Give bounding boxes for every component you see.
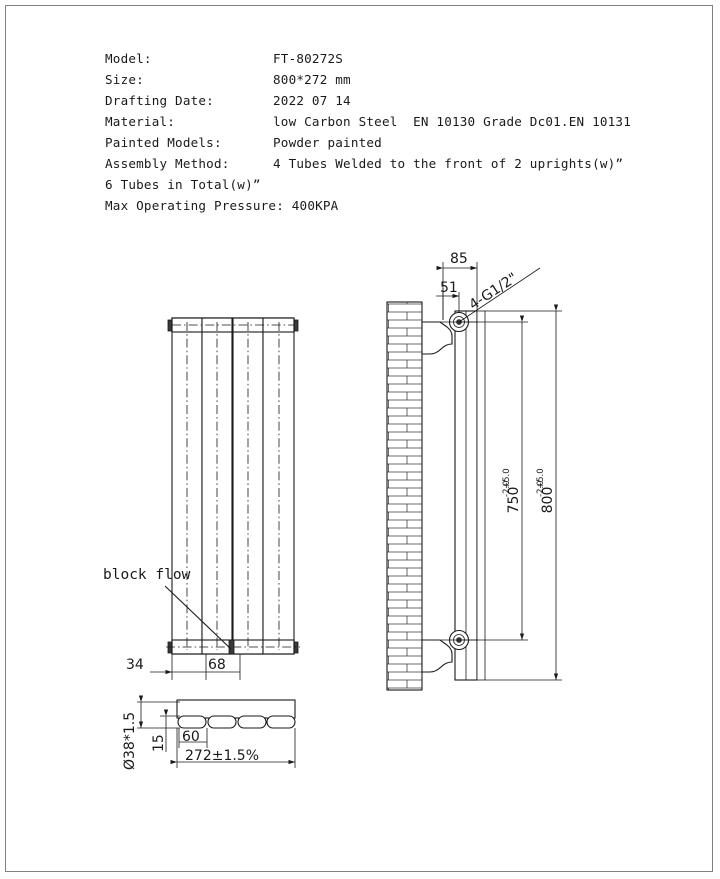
radiator-back-panel bbox=[476, 310, 486, 681]
side-section-group: 4-G1/2" 85 51 750 +5.0 -2.0 800 +5.0 bbox=[386, 251, 562, 691]
spec-row-model: Model: FT-80272S bbox=[105, 48, 625, 69]
plan-tube-3 bbox=[237, 715, 267, 729]
dim-272-label: 272±1.5% bbox=[185, 748, 259, 764]
plan-tube-2 bbox=[207, 715, 237, 729]
valve-callout-label: 4-G1/2" bbox=[466, 270, 520, 313]
spec-value-material: low Carbon Steel EN 10130 Grade Dc01.EN … bbox=[273, 114, 631, 129]
spec-label-model: Model: bbox=[105, 51, 152, 66]
spec-value-painted-models: Powder painted bbox=[273, 135, 382, 150]
spec-row-assembly-method: Assembly Method: 4 Tubes Welded to the f… bbox=[105, 153, 625, 174]
spec-line-max-pressure: Max Operating Pressure: 400KPA bbox=[105, 198, 339, 213]
block-flow-label: block flow bbox=[103, 567, 191, 583]
front-tube-4 bbox=[262, 317, 295, 655]
spec-row-drafting-date: Drafting Date: 2022 07 14 bbox=[105, 90, 625, 111]
front-tube-3 bbox=[232, 317, 264, 655]
front-dim-34: 34 bbox=[126, 657, 144, 673]
dim-800-tol-lower: -2.0 bbox=[536, 480, 546, 497]
spec-label-painted-models: Painted Models: bbox=[105, 135, 222, 150]
plan-backplate bbox=[176, 699, 296, 719]
brick-wall-hatch bbox=[387, 302, 422, 690]
dim-51-label: 51 bbox=[440, 280, 458, 296]
dim-750-tol-upper: +5.0 bbox=[502, 468, 512, 489]
plan-tube-4 bbox=[266, 715, 296, 729]
spec-value-drafting-date: 2022 07 14 bbox=[273, 93, 351, 108]
spec-label-drafting-date: Drafting Date: bbox=[105, 93, 214, 108]
front-tube-2 bbox=[201, 317, 233, 655]
spec-value-size: 800*272 mm bbox=[273, 72, 351, 87]
plan-tube-1 bbox=[177, 715, 207, 729]
spec-row-painted-models: Painted Models: Powder painted bbox=[105, 132, 625, 153]
upper-mounting-bracket bbox=[421, 321, 453, 355]
spec-label-assembly-method: Assembly Method: bbox=[105, 156, 230, 171]
front-block-flow-marker bbox=[228, 639, 235, 655]
dim-800-tol-upper: +5.0 bbox=[536, 468, 546, 489]
spec-row-size: Size: 800*272 mm bbox=[105, 69, 625, 90]
spec-value-model: FT-80272S bbox=[273, 51, 344, 66]
valve-callout-leader bbox=[458, 267, 541, 323]
dim-750-tol-lower: -2.0 bbox=[502, 480, 512, 497]
lower-mounting-bracket bbox=[421, 639, 453, 673]
dim-diameter-label: Ø38*1.5 bbox=[122, 712, 138, 770]
brick-wall-outline bbox=[386, 301, 423, 691]
spec-label-size: Size: bbox=[105, 72, 144, 87]
front-elevation-group: block flow 34 68 bbox=[103, 317, 300, 680]
dim-15-label: 15 bbox=[151, 734, 167, 752]
spec-value-assembly-method: 4 Tubes Welded to the front of 2 upright… bbox=[273, 156, 624, 171]
dim-85-label: 85 bbox=[450, 251, 468, 267]
front-tube-1 bbox=[171, 317, 203, 655]
spec-line-tube-total: 6 Tubes in Total(w)” bbox=[105, 177, 261, 192]
specification-block: Model: FT-80272S Size: 800*272 mm Drafti… bbox=[105, 48, 631, 216]
block-flow-leader bbox=[164, 585, 232, 650]
spec-row-material: Material: low Carbon Steel EN 10130 Grad… bbox=[105, 111, 631, 132]
plan-section-group: Ø38*1.5 15 60 272±1.5% bbox=[122, 695, 296, 770]
dim-800-label: 800 bbox=[540, 487, 556, 514]
front-dim-68: 68 bbox=[208, 657, 226, 673]
dim-60-label: 60 bbox=[182, 729, 200, 745]
spec-label-material: Material: bbox=[105, 114, 176, 129]
dim-750-label: 750 bbox=[506, 487, 522, 514]
